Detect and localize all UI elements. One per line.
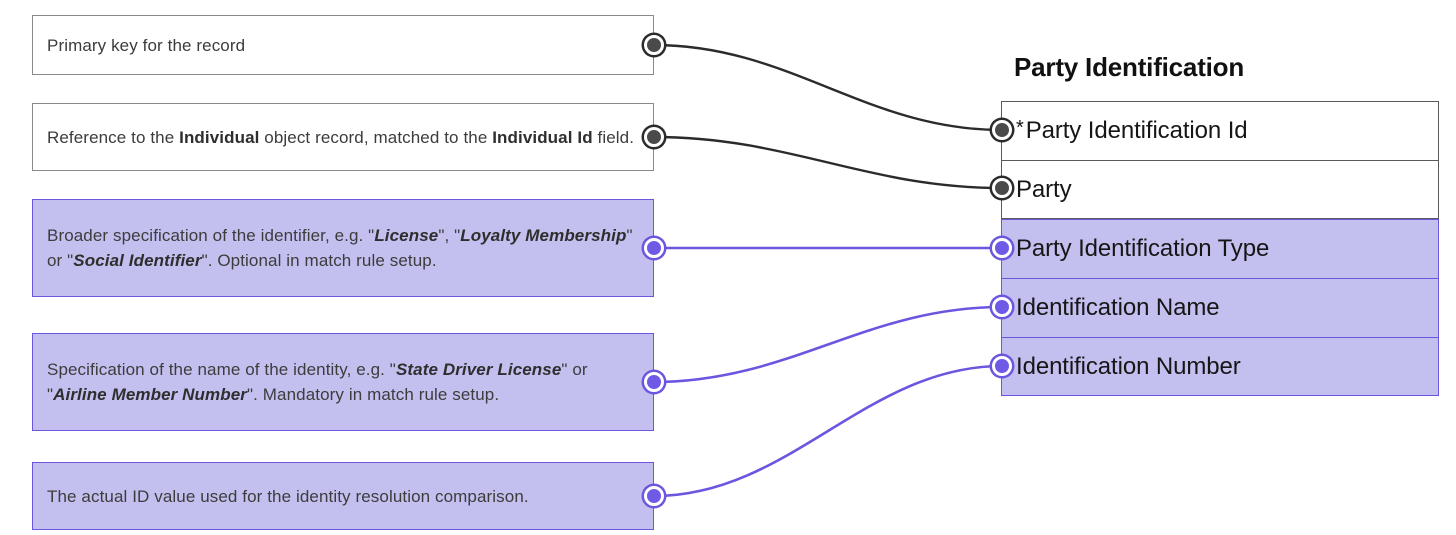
entity-row-label: Party Identification Id: [1025, 117, 1248, 144]
entity-row-identification-name[interactable]: Identification Name: [1001, 278, 1439, 337]
primary-key-note: Primary key for the record: [32, 15, 654, 75]
identification-name-note: Specification of the name of the identit…: [32, 333, 654, 431]
entity-row-identification-number[interactable]: Identification Number: [1001, 337, 1439, 396]
connector-dot-identification-number-source[interactable]: [644, 486, 664, 506]
primary-key-note-text: Primary key for the record: [47, 35, 246, 55]
required-marker: *: [1016, 116, 1024, 139]
connector-primary-key: [653, 43, 1003, 132]
connector-dot-identification-name-target[interactable]: [992, 297, 1012, 317]
entity-table: * Party Identification Id Party Party Id…: [1001, 101, 1439, 396]
entity-row-label: Identification Name: [1016, 294, 1220, 321]
party-identification-type-note: Broader specification of the identifier,…: [32, 199, 654, 297]
connector-dot-individual-reference-source[interactable]: [644, 127, 664, 147]
connector-individual-reference: [653, 135, 1003, 190]
entity-row-party[interactable]: Party: [1001, 160, 1439, 219]
party-identification-type-note-text: Broader specification of the identifier,…: [47, 226, 633, 270]
entity-row-party-identification-type[interactable]: Party Identification Type: [1001, 219, 1439, 278]
connector-dot-party-identification-type-source[interactable]: [644, 238, 664, 258]
entity-row-label: Party Identification Type: [1016, 235, 1270, 262]
entity-title: Party Identification: [1014, 52, 1245, 82]
identification-name-note-text: Specification of the name of the identit…: [47, 360, 588, 404]
connector-dot-primary-key-source[interactable]: [644, 35, 664, 55]
entity-row-label: Party: [1016, 175, 1072, 203]
connector-identification-number: [653, 364, 1003, 498]
identification-number-note: The actual ID value used for the identit…: [32, 462, 654, 530]
connector-dot-identification-number-target[interactable]: [992, 356, 1012, 376]
identification-number-note-text: The actual ID value used for the identit…: [47, 486, 529, 506]
connector-dot-party-identification-id-target[interactable]: [992, 120, 1012, 140]
individual-reference-note: Reference to the Individual object recor…: [32, 103, 654, 171]
connector-dot-identification-name-source[interactable]: [644, 372, 664, 392]
connector-dot-party-target[interactable]: [992, 178, 1012, 198]
individual-reference-note-text: Reference to the Individual object recor…: [47, 127, 635, 147]
entity-row-label: Identification Number: [1016, 352, 1241, 380]
connector-dot-party-identification-type-target[interactable]: [992, 238, 1012, 258]
entity-row-party-identification-id[interactable]: * Party Identification Id: [1001, 101, 1439, 160]
connector-identification-name: [653, 305, 1003, 384]
